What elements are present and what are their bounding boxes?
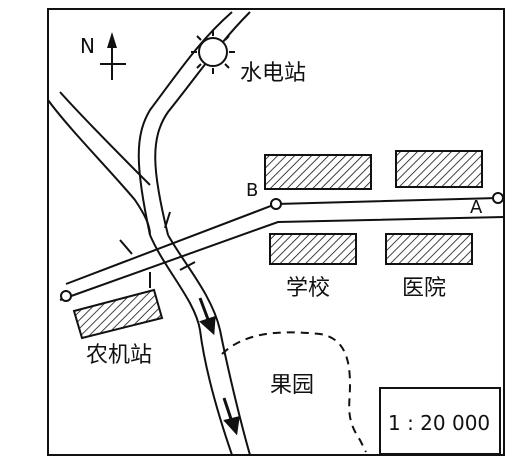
river-flow-arrow-icon	[198, 297, 240, 436]
hydropower-station-label: 水电站	[240, 61, 306, 86]
building-north-left	[264, 154, 372, 190]
farm-machinery-station-label: 农机站	[86, 343, 152, 368]
building-north-right	[395, 150, 483, 188]
point-b-node	[270, 198, 282, 210]
orchard-boundary	[221, 331, 367, 453]
school-label: 学校	[286, 276, 330, 301]
river-system	[47, 11, 251, 456]
bridge	[119, 211, 196, 288]
road-end-node	[60, 290, 72, 302]
north-arrow-icon	[100, 32, 126, 80]
north-label: N	[80, 34, 95, 58]
hospital-building	[385, 233, 473, 265]
point-b-label: B	[246, 180, 258, 201]
school-building	[269, 233, 357, 265]
map-frame	[47, 8, 505, 456]
scale-label: 1 : 20 000	[388, 411, 490, 435]
orchard-label: 果园	[270, 373, 314, 398]
farm-machinery-station-building	[72, 288, 164, 340]
point-a-label: A	[470, 197, 483, 218]
hydropower-station-icon	[191, 30, 235, 74]
scale-box	[379, 387, 501, 455]
hospital-label: 医院	[402, 276, 446, 301]
point-a-node	[492, 192, 504, 204]
